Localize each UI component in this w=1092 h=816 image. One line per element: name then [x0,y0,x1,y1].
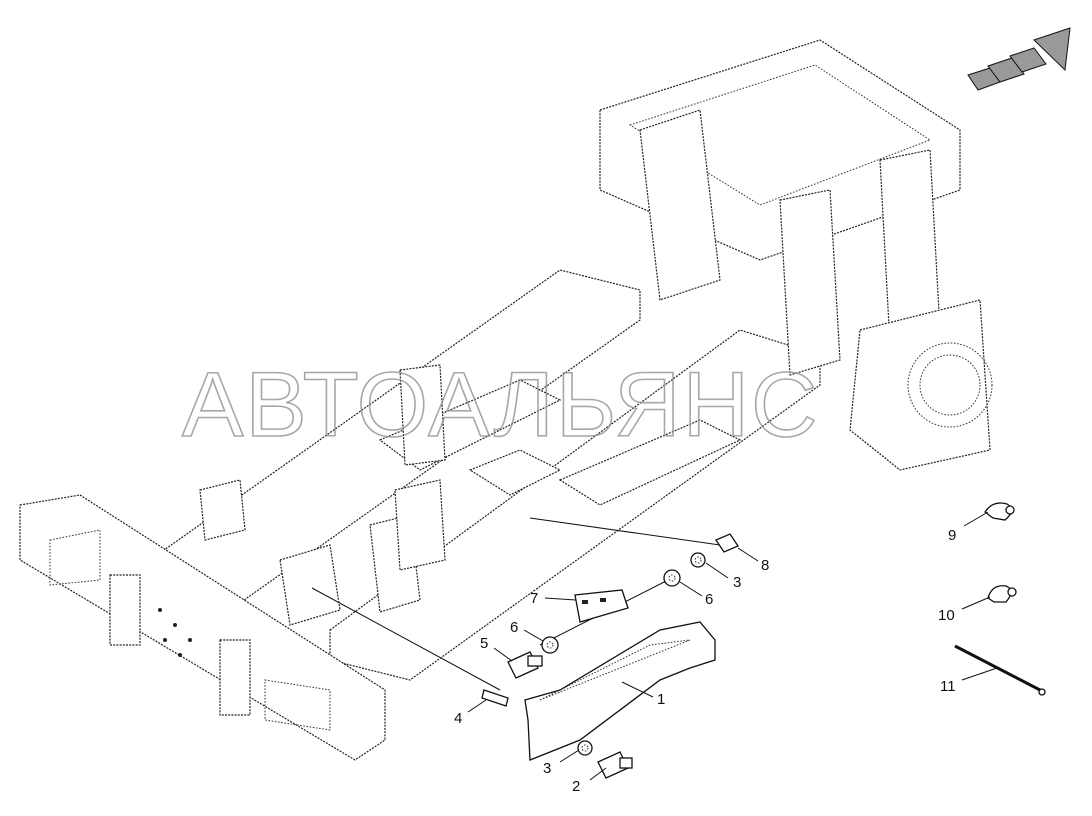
callout-6b: 6 [705,591,713,608]
callouts: 1 2 3 3 4 5 6 6 7 8 9 10 11 [454,511,998,795]
forward-direction-arrow-icon [967,27,1071,91]
part-7-plate [574,589,629,623]
callout-1: 1 [657,691,665,708]
callout-8-leader [737,547,759,562]
callout-1-leader [621,681,654,698]
nut-leader-line [529,517,721,546]
part-8-nut [715,533,739,553]
pin-leader-line [311,587,501,691]
callout-3b-leader [705,562,729,579]
callout-2-leader [589,767,607,781]
callout-8: 8 [761,557,769,574]
callout-11: 11 [940,678,956,695]
chassis-frame [19,39,993,761]
callout-9: 9 [948,527,956,544]
part-6-washer-upper [663,569,681,587]
part-3-washer-upper [690,552,706,568]
callout-6a: 6 [510,619,518,636]
part-11-cable-tie [954,644,1046,696]
callout-4-leader [467,699,487,713]
part-6-washer-lower [541,636,559,654]
callout-3a: 3 [543,760,551,777]
part-9-clamp [984,502,1015,521]
part-3-washer-lower [577,740,593,756]
callout-5: 5 [480,635,488,652]
callout-11-leader [961,667,998,681]
callout-3b: 3 [733,574,741,591]
callout-10: 10 [938,607,955,624]
callout-5-leader [493,647,513,662]
part-2-bolt [597,751,633,779]
callout-10-leader [961,596,991,610]
part-10-clamp [987,585,1017,603]
part-4-pin [481,689,509,707]
callout-9-leader [963,511,989,527]
callout-6b-leader [679,581,703,597]
callout-4: 4 [454,710,462,727]
watermark: АВТОАЛЬЯНС [182,354,820,456]
callout-6a-leader [523,629,544,642]
callout-3a-leader [559,749,580,763]
part-5-bolt [507,651,543,679]
callout-7-leader [544,597,577,601]
callout-7: 7 [530,590,538,607]
callout-2: 2 [572,778,580,795]
part-1-bracket [524,621,716,761]
